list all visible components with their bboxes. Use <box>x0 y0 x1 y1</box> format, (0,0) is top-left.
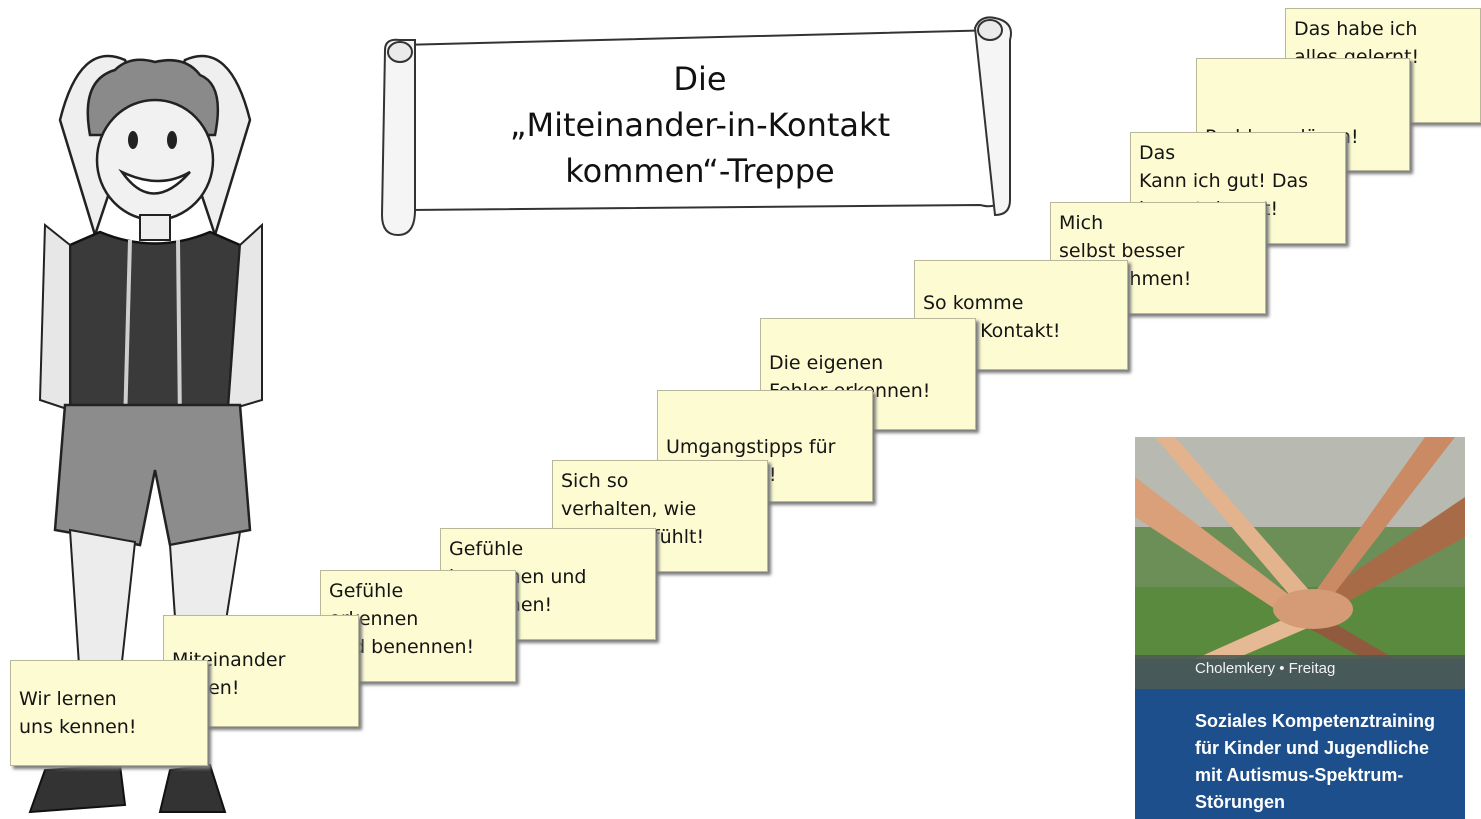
shorts <box>53 403 252 547</box>
book-authors: Cholemkery • Freitag <box>1195 660 1336 677</box>
neck <box>139 214 171 241</box>
cartoon-boy-illustration <box>28 54 263 814</box>
right-eye <box>167 131 177 149</box>
left-shoe <box>28 763 127 814</box>
face <box>95 98 215 222</box>
right-forearm <box>226 222 263 412</box>
smile <box>118 168 191 195</box>
tank-top <box>68 230 242 412</box>
hoodie-string-right <box>176 239 182 426</box>
right-shoe <box>158 763 227 813</box>
left-leg <box>68 528 137 681</box>
hoodie-string-left <box>123 239 132 426</box>
left-forearm <box>38 222 71 412</box>
book-cover-photo <box>1135 437 1465 819</box>
scroll-title-line-3: kommen“-Treppe <box>565 152 835 190</box>
scroll-banner <box>380 16 1012 237</box>
step-1: Wir lernen uns kennen! <box>10 660 208 766</box>
left-eye <box>128 131 138 149</box>
book-title: Soziales Kompetenztraining für Kinder un… <box>1195 711 1436 812</box>
scroll-title-line-2: „Miteinander-in-Kontakt <box>509 106 891 144</box>
scroll-title: Die „Miteinander-in-Kontakt kommen“-Trep… <box>400 40 1000 210</box>
scroll-title-line-1: Die <box>673 60 727 98</box>
